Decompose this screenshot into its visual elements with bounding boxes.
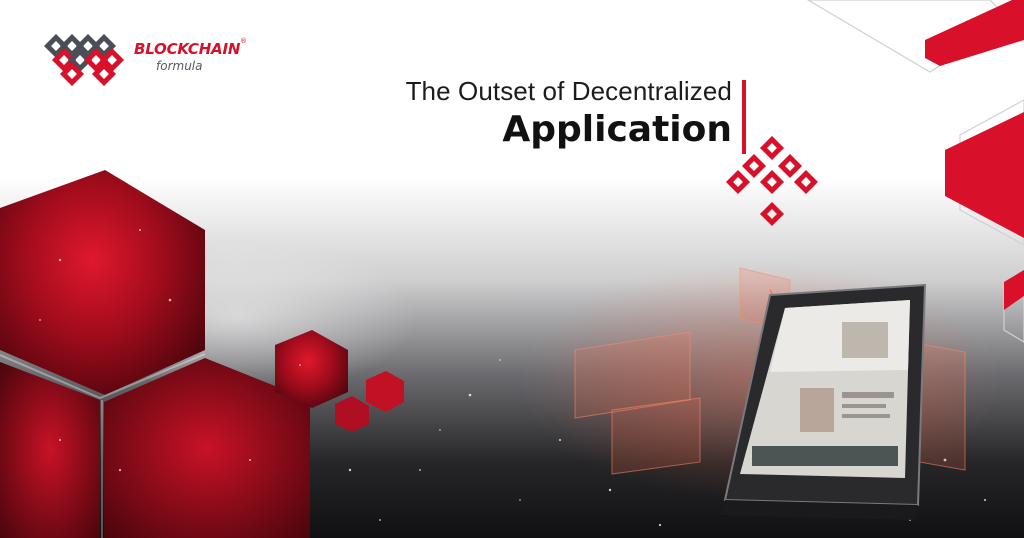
smartphone-illustration xyxy=(720,283,927,520)
red-hexagon-cluster xyxy=(0,170,404,538)
brand-logo[interactable]: BLOCKCHAIN ® formula xyxy=(44,34,254,86)
brand-subtitle: formula xyxy=(156,59,203,73)
right-red-shapes xyxy=(925,0,1024,310)
blockchain-cubes-logo-icon xyxy=(44,34,125,86)
headline-accent-bar xyxy=(742,80,746,154)
headline-line-2: Application xyxy=(502,109,732,150)
headline: The Outset of Decentralized Application xyxy=(406,76,732,150)
diamond-cluster-icon xyxy=(726,136,818,227)
star-field xyxy=(238,359,986,527)
headline-line-1: The Outset of Decentralized xyxy=(405,76,732,106)
brand-name: BLOCKCHAIN xyxy=(134,40,241,58)
registered-mark: ® xyxy=(240,37,247,45)
